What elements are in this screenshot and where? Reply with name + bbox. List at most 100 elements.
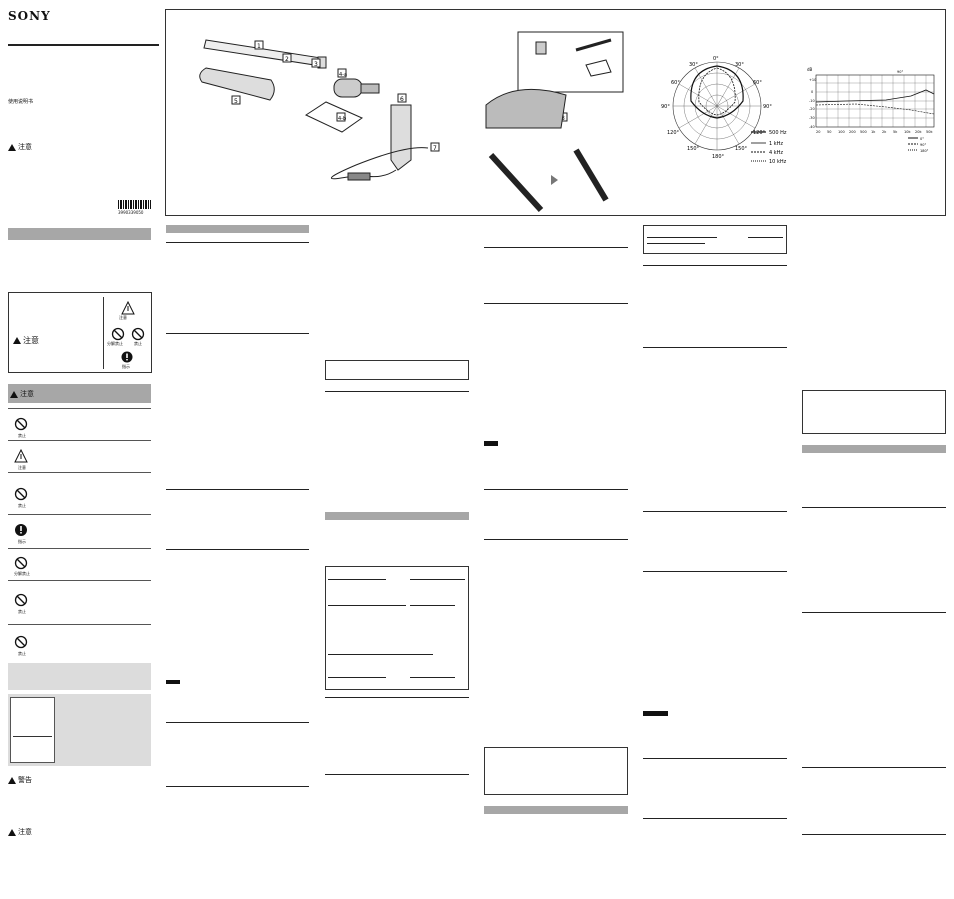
svg-text:90°: 90° <box>763 104 772 110</box>
no-disassemble-icon <box>14 556 28 570</box>
warning-triangle-icon <box>8 828 16 836</box>
illustrations: 1 2 3 4-a 4-b 5 6 7 8 <box>199 31 935 213</box>
section-rule <box>643 818 787 819</box>
caution-header-label: 注意 <box>10 389 34 399</box>
prohibit-icon <box>14 593 28 607</box>
svg-text:0°: 0° <box>920 137 924 141</box>
section-header-bar <box>325 512 469 520</box>
caution-row: 注意 <box>8 440 151 472</box>
svg-text:20k: 20k <box>915 130 922 134</box>
icon-caption: 分解禁止 <box>107 341 123 346</box>
svg-text:180°: 180° <box>712 154 725 160</box>
icon-caption: 指示 <box>122 364 130 369</box>
svg-text:7: 7 <box>433 145 437 152</box>
instruction-icon <box>121 351 133 363</box>
camera-mount-illustration <box>485 31 624 213</box>
warning-triangle-icon <box>8 143 16 151</box>
section-rule <box>802 612 946 613</box>
note-box <box>325 360 469 380</box>
table-rule <box>328 677 386 678</box>
section-rule <box>484 303 628 304</box>
svg-text:200: 200 <box>849 130 856 134</box>
section-rule <box>643 265 787 266</box>
section-rule <box>484 539 628 540</box>
spec-box <box>643 225 787 254</box>
section-rule <box>166 549 309 550</box>
section-rule <box>325 391 469 392</box>
info-inner-box <box>10 697 55 763</box>
svg-text:100: 100 <box>838 130 845 134</box>
svg-text:180°: 180° <box>920 149 929 153</box>
svg-text:500: 500 <box>860 130 867 134</box>
section-header-bar <box>8 228 151 240</box>
barcode-number: 3990339050 <box>118 210 144 215</box>
section-rule <box>325 697 469 698</box>
frequency-response-chart: dB +10 0 -10 -20 -30 -40 20 50 100 <box>807 67 935 153</box>
svg-text:0: 0 <box>811 90 813 94</box>
table-rule <box>328 605 406 606</box>
polar-legend: 500 Hz 1 kHz 4 kHz 10 kHz <box>751 130 787 165</box>
warning-triangle-icon <box>121 301 135 315</box>
icon-caption: 禁止 <box>18 651 26 656</box>
table-rule <box>748 237 783 238</box>
prohibit-icon <box>14 487 28 501</box>
manual-label: 使用说明书 <box>8 99 34 105</box>
caution-label: 注意 <box>8 142 32 152</box>
icon-caption: 禁止 <box>18 503 26 508</box>
section-header-bar <box>484 806 628 814</box>
spec-table-box <box>325 566 469 690</box>
section-rule <box>643 758 787 759</box>
svg-text:20: 20 <box>816 130 820 134</box>
icon-caption: 注意 <box>119 315 127 320</box>
table-rule <box>647 237 717 238</box>
prohibit-icon <box>14 635 28 649</box>
svg-text:5k: 5k <box>893 130 898 134</box>
svg-text:-20: -20 <box>809 107 815 111</box>
svg-text:8: 8 <box>561 115 565 122</box>
svg-text:2: 2 <box>285 56 289 63</box>
warning-triangle-icon <box>10 390 18 398</box>
svg-text:-10: -10 <box>809 99 815 103</box>
icon-caption: 分解禁止 <box>14 571 30 576</box>
section-rule <box>484 247 628 248</box>
note-box <box>802 390 946 434</box>
svg-text:150°: 150° <box>687 146 700 152</box>
icon-caption: 禁止 <box>18 433 26 438</box>
svg-text:30°: 30° <box>735 62 744 68</box>
svg-text:-30: -30 <box>809 116 815 120</box>
caution-row: 禁止 <box>8 408 151 440</box>
svg-text:60°: 60° <box>753 80 762 86</box>
warning-triangle-icon <box>8 776 16 784</box>
figure-panel: 1 2 3 4-a 4-b 5 6 7 8 <box>165 9 946 216</box>
svg-text:90°: 90° <box>897 70 903 74</box>
safety-symbol-box: 注意 注意 分解禁止 禁止 指示 <box>8 292 152 373</box>
section-rule <box>643 571 787 572</box>
section-header-bar <box>166 225 309 233</box>
note-box <box>484 747 628 795</box>
divider <box>103 297 104 369</box>
section-rule <box>166 489 309 490</box>
svg-text:1k: 1k <box>871 130 876 134</box>
svg-text:6: 6 <box>400 96 404 103</box>
svg-text:dB: dB <box>807 67 813 72</box>
barcode <box>118 200 151 209</box>
svg-text:3: 3 <box>314 61 318 68</box>
section-rule <box>166 242 309 243</box>
sony-logo: SONY <box>8 9 51 23</box>
svg-text:90°: 90° <box>661 104 670 110</box>
caution-row: 禁止 <box>8 472 151 514</box>
table-rule <box>410 605 455 606</box>
section-rule <box>484 489 628 490</box>
icon-caption: 禁止 <box>134 341 142 346</box>
svg-text:120°: 120° <box>753 130 766 136</box>
section-rule <box>643 347 787 348</box>
instruction-icon <box>15 524 27 536</box>
svg-text:5: 5 <box>234 98 238 105</box>
svg-text:+10: +10 <box>809 78 816 82</box>
svg-text:50: 50 <box>827 130 831 134</box>
note-marker <box>166 680 180 684</box>
title-rule <box>8 44 159 46</box>
polar-pattern-chart: 0° 30° 30° 60° 60° 90° 90° 120° 120° 150… <box>661 56 772 160</box>
svg-text:1: 1 <box>257 43 261 50</box>
icon-caption: 指示 <box>18 539 26 544</box>
